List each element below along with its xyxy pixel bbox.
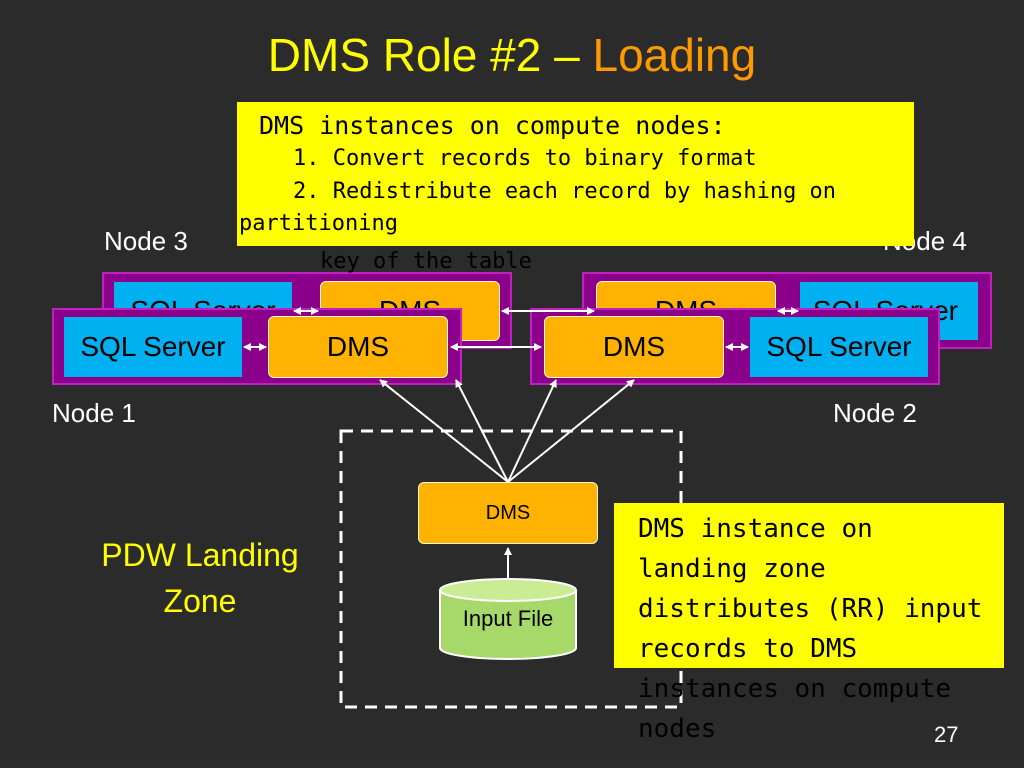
- callout-landing-line-2: landing zone: [638, 554, 826, 584]
- callout-landing-line-5: instances on compute: [638, 674, 952, 704]
- title-accent: Loading: [592, 29, 757, 81]
- node1-sql-server: SQL Server: [64, 317, 242, 377]
- slide-title: DMS Role #2 – Loading: [0, 28, 1024, 82]
- callout-landing-line-1: DMS instance on: [638, 514, 873, 544]
- landing-zone-box: [339, 429, 683, 709]
- callout-landing-line-4: records to DMS: [638, 634, 858, 664]
- callout-item-2-wrap: partitioning: [239, 211, 398, 236]
- callout-landing-line-3: distributes (RR) input: [638, 594, 983, 624]
- node2-label: Node 2: [833, 398, 917, 428]
- landing-zone-label-line2: Zone: [163, 583, 237, 619]
- callout-heading: DMS instances on compute nodes:: [259, 111, 726, 140]
- compute-nodes-callout: DMS instances on compute nodes: 1. Conve…: [237, 102, 914, 246]
- landing-zone-label: PDW Landing Zone: [60, 532, 340, 624]
- title-main: DMS Role #2 –: [267, 29, 593, 81]
- page-number: 27: [934, 722, 959, 747]
- callout-item-2: 2. Redistribute each record by hashing o…: [293, 179, 837, 204]
- fanout-to-node4: [507, 379, 557, 483]
- landing-zone-callout: DMS instance on landing zone distributes…: [614, 503, 1004, 668]
- fanout-to-node3: [455, 379, 509, 483]
- node2-sql-server: SQL Server: [750, 317, 928, 377]
- node1-label: Node 1: [52, 398, 136, 428]
- landing-zone-dms: DMS: [418, 482, 598, 544]
- callout-landing-line-6: nodes: [638, 714, 717, 744]
- callout-landing-overflow: instances on compute nodes: [638, 669, 951, 749]
- node3-label: Node 3: [104, 226, 188, 256]
- callout-item-2-overflow: key of the table: [320, 249, 532, 274]
- landing-zone-label-line1: PDW Landing: [101, 537, 299, 573]
- input-file-cylinder: [439, 578, 577, 660]
- fanout-to-node1: [379, 379, 509, 483]
- callout-item-1: 1. Convert records to binary format: [293, 146, 757, 171]
- node2-dms: DMS: [544, 316, 724, 378]
- node1-dms: DMS: [268, 316, 448, 378]
- fanout-to-node2: [507, 379, 635, 483]
- input-file-label: Input File: [462, 606, 554, 631]
